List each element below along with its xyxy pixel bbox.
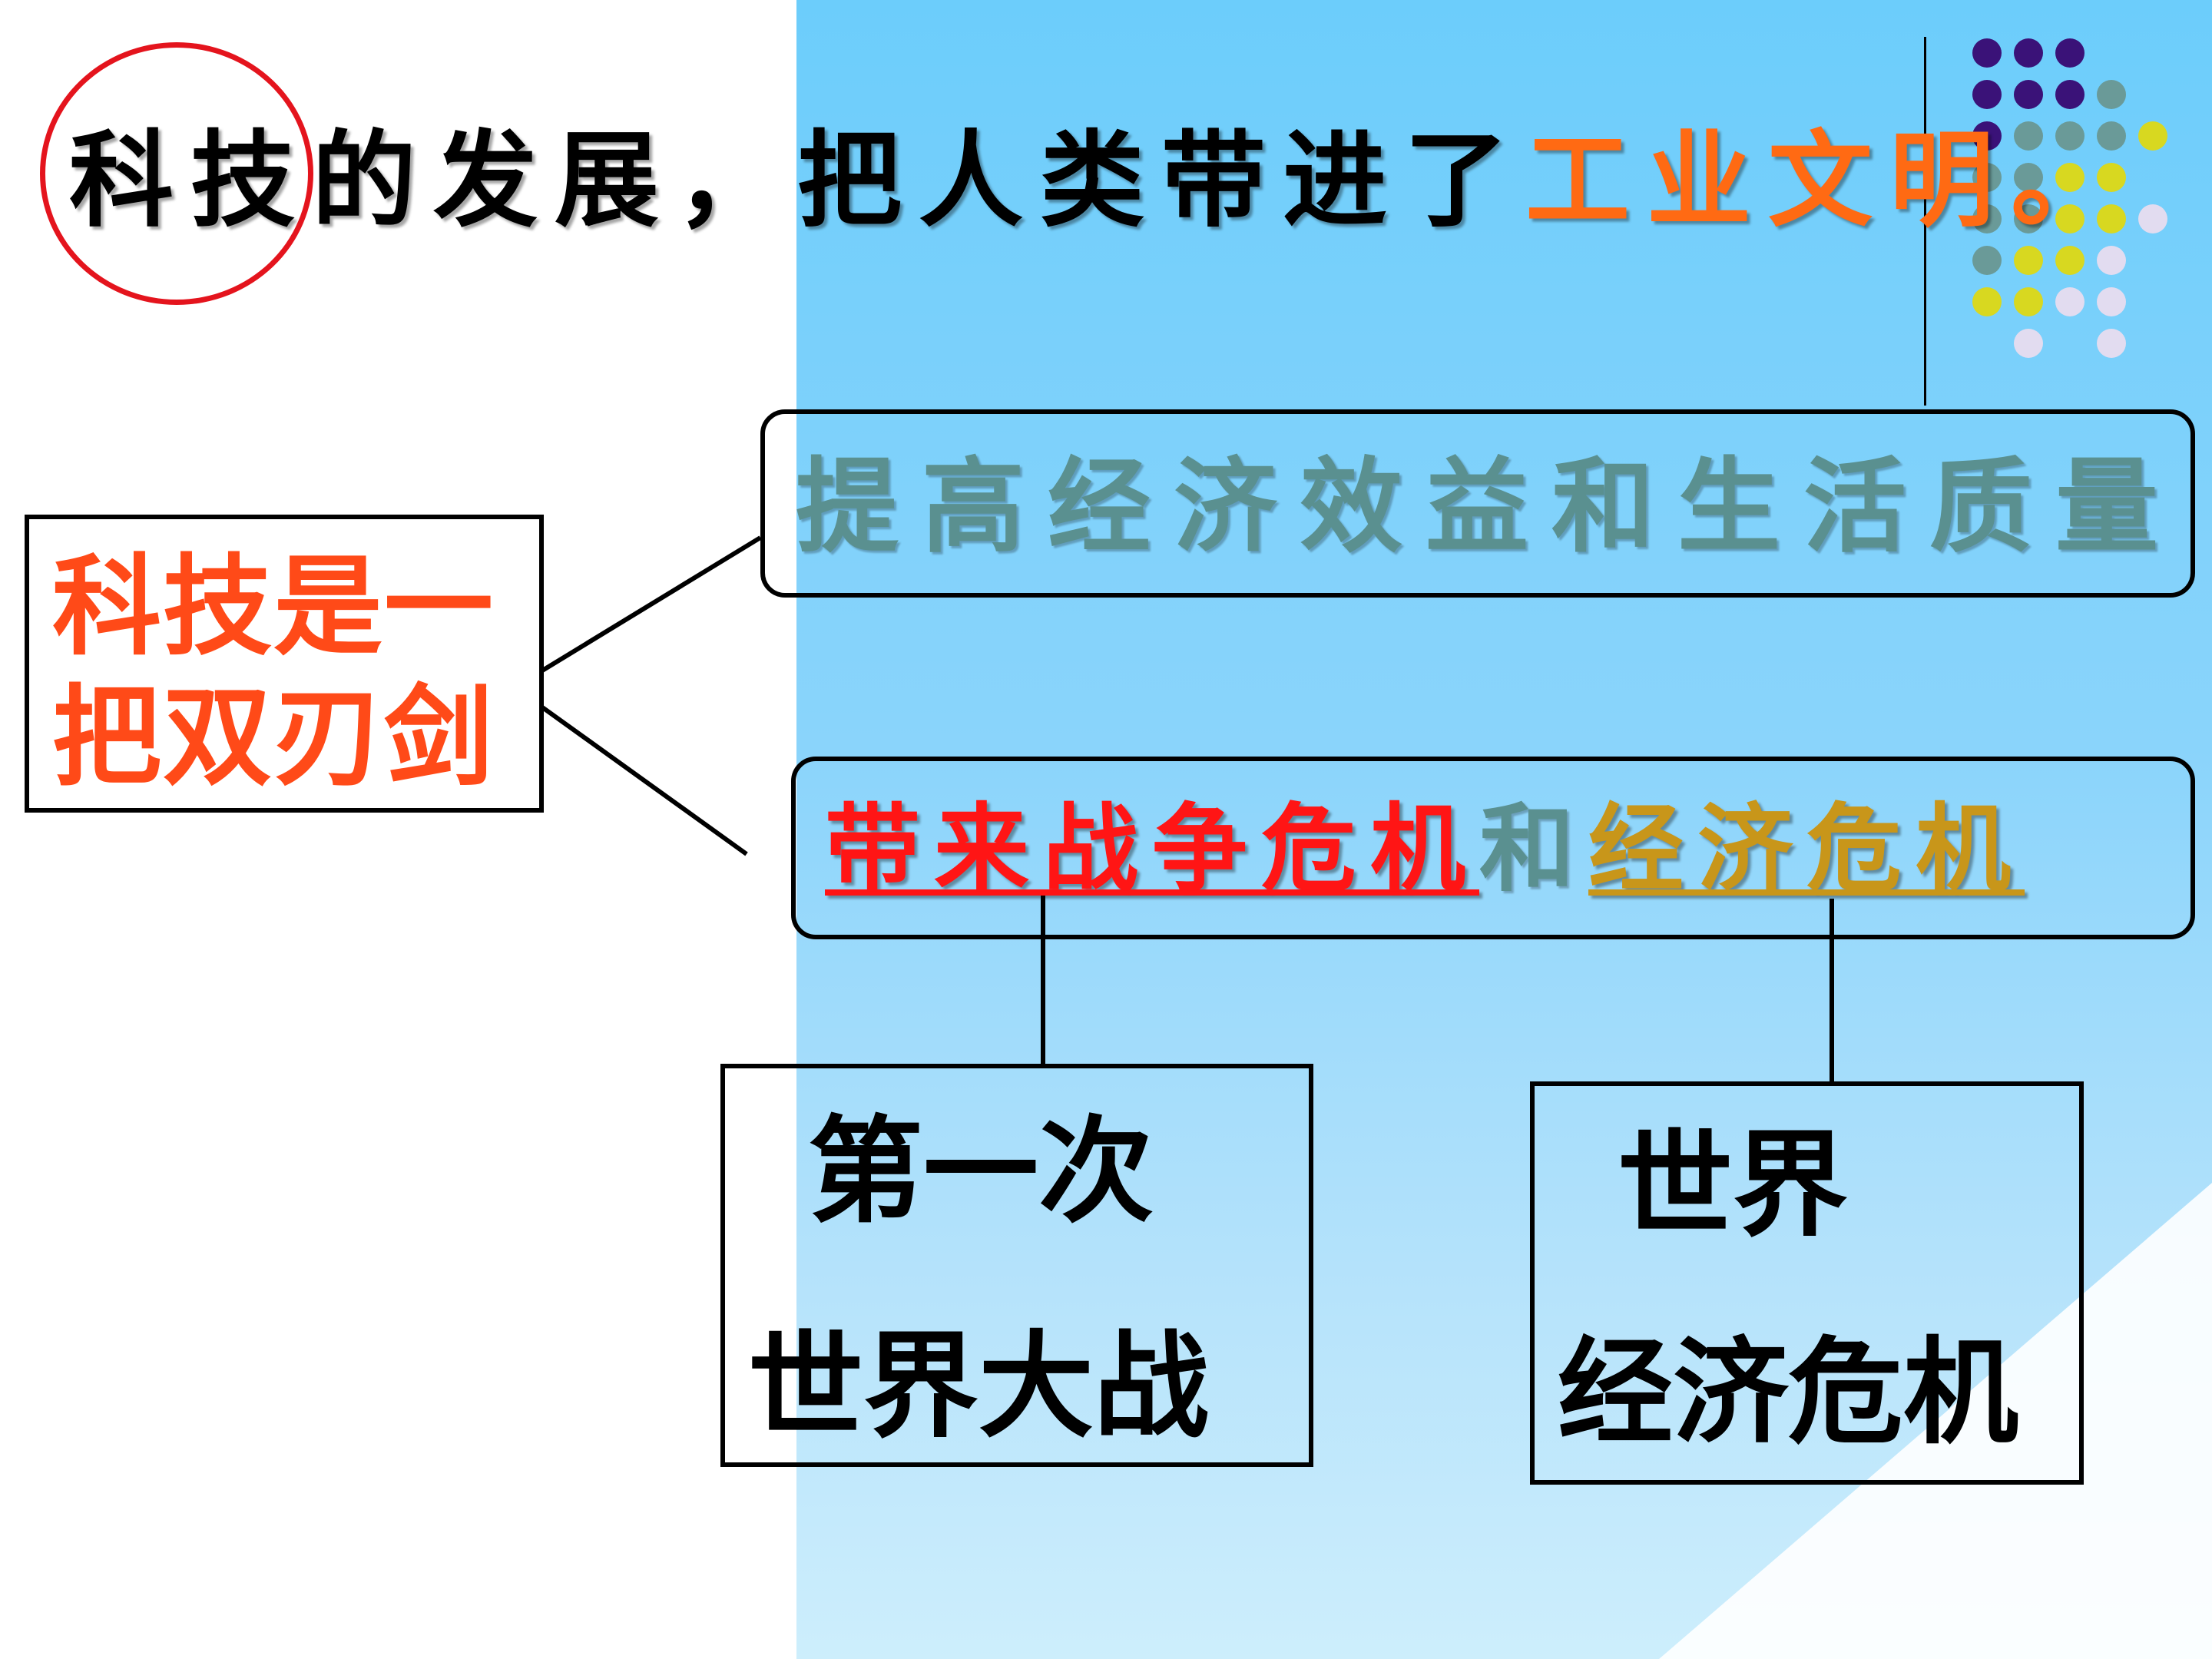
decor-dot <box>1972 246 2002 275</box>
decor-dot <box>2097 204 2126 233</box>
decor-dot <box>2097 163 2126 192</box>
blue-background-panel <box>796 0 2212 1659</box>
decor-dot <box>2055 246 2085 275</box>
decor-dot <box>1972 204 2002 233</box>
decor-dot <box>2014 287 2043 316</box>
highlight-circle <box>40 42 313 305</box>
decor-dot <box>2014 246 2043 275</box>
double-edged-line-2: 把双刃剑 <box>52 674 495 801</box>
decor-dot <box>2097 329 2126 358</box>
decor-dot <box>2014 80 2043 109</box>
title-period: 。 <box>2011 119 2132 242</box>
decor-dot <box>2014 163 2043 192</box>
economic-crisis-line-1: 世界 <box>1618 1119 1849 1253</box>
decor-dot <box>2138 121 2167 151</box>
decor-dot <box>2014 204 2043 233</box>
harm-connector-text: 和 <box>1479 793 1589 905</box>
decor-dot <box>2138 204 2167 233</box>
world-war-box: 第一次 世界大战 <box>720 1064 1313 1467</box>
decor-dot <box>2097 80 2126 109</box>
decor-dot <box>2097 121 2126 151</box>
harm-box: 带来战争危机和经济危机 <box>791 757 2195 939</box>
vertical-divider <box>1924 37 1926 406</box>
benefit-box: 提高经济效益和生活质量 <box>760 409 2195 598</box>
decor-dot <box>2014 329 2043 358</box>
decor-dot <box>1972 287 2002 316</box>
title-text-1: 的发展， <box>312 119 797 242</box>
decor-dot <box>2014 38 2043 68</box>
economic-crisis-text: 经济危机 <box>1588 793 2025 905</box>
double-edged-sword-box: 科技是一 把双刃剑 <box>25 515 544 813</box>
title-text-2: 把人类带进了 <box>797 119 1525 242</box>
bracket-line <box>510 535 762 856</box>
decor-dot <box>2055 287 2085 316</box>
decor-dot <box>2097 287 2126 316</box>
slide-title: 科技的发展，把人类带进了工业文明。 <box>69 115 2132 246</box>
world-war-line-2: 世界大战 <box>748 1320 1210 1454</box>
decor-dot <box>2055 204 2085 233</box>
decor-dot <box>2055 38 2085 68</box>
double-edged-line-1: 科技是一 <box>52 544 495 671</box>
decor-dot <box>1972 80 2002 109</box>
economic-crisis-box: 世界 经济危机 <box>1530 1081 2084 1485</box>
decor-dot <box>2055 121 2085 151</box>
decor-dot <box>1972 163 2002 192</box>
title-accent: 工业文明 <box>1525 119 2011 242</box>
title-char-1: 科 <box>69 119 190 242</box>
decor-dot <box>2055 80 2085 109</box>
world-war-line-1: 第一次 <box>808 1105 1154 1239</box>
harm-text: 带来战争危机和经济危机 <box>825 792 2025 907</box>
benefit-text: 提高经济效益和生活质量 <box>796 445 2182 567</box>
economic-crisis-line-2: 经济危机 <box>1558 1326 2019 1460</box>
decor-dot <box>1972 121 2002 151</box>
title-char-2: 技 <box>190 119 312 242</box>
double-edged-text: 科技是一 把双刃剑 <box>52 542 495 803</box>
decor-dot <box>2014 121 2043 151</box>
decor-dot <box>2097 246 2126 275</box>
decor-dot <box>2055 163 2085 192</box>
war-crisis-text: 带来战争危机 <box>825 793 1480 905</box>
decor-dot <box>1972 38 2002 68</box>
